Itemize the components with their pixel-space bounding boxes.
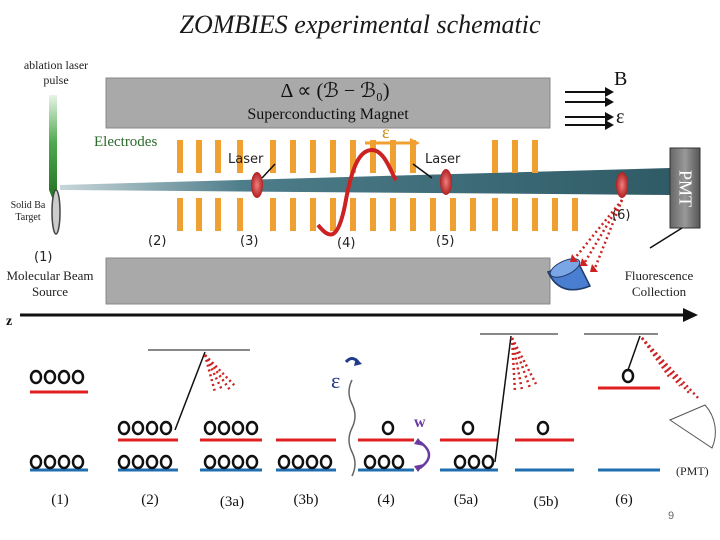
ablation-laser-graphic: [49, 95, 57, 200]
level-diagram-5b: [515, 420, 574, 472]
laser-spot-1: [251, 172, 263, 198]
fluorescence-label: Fluorescence Collection: [624, 268, 694, 299]
page-number: 9: [668, 510, 675, 522]
bottom-label-3a: (3a): [219, 494, 245, 510]
electrodes-bottom: [177, 198, 578, 231]
laser-label-left: Laser: [228, 152, 264, 167]
bottom-label-3b: (3b): [293, 492, 319, 508]
pmt-label-wrap: PMT: [655, 170, 715, 207]
source-number: (1): [34, 250, 53, 265]
magnet-label: Superconducting Magnet: [247, 106, 409, 123]
formula-label: Δ ∝ (ℬ − ℬ₀): [280, 80, 390, 102]
field-e-label: ε: [616, 106, 625, 128]
bottom-label-5a: (5a): [453, 492, 479, 508]
level-diagram-3a: [200, 420, 262, 472]
magnet-top: [105, 77, 551, 129]
epsilon-field-label: ε: [331, 368, 341, 393]
target-label: Solid Ba Target: [10, 200, 46, 223]
bottom-label-4: (4): [377, 492, 395, 508]
level-diagram-6: [584, 333, 716, 472]
source-label: Molecular Beam Source: [6, 268, 94, 299]
ablation-label: ablation laser pulse: [23, 58, 89, 87]
w-label: w: [414, 414, 426, 431]
laser-spot-3: [616, 172, 628, 198]
microwave-wave: [316, 147, 398, 237]
level-diagram-1: [29, 369, 88, 472]
pmt-box: [669, 147, 701, 229]
epsilon-arrow-label: ε: [382, 122, 390, 142]
level-diagram-5a: [440, 333, 558, 472]
pmt-label: PMT: [675, 169, 696, 207]
field-b-label: B: [614, 68, 628, 90]
z-axis-label: z: [6, 314, 13, 329]
level-diagram-3b: [276, 357, 362, 477]
stage-number-2: (2): [148, 234, 167, 249]
level-diagram-4: [358, 420, 431, 472]
bottom-label-6: (6): [615, 492, 633, 508]
field-arrows: [565, 87, 614, 130]
laser-label-right: Laser: [425, 152, 461, 167]
electrodes-top: [177, 140, 538, 173]
bottom-label-2: (2): [141, 492, 159, 508]
level-diagram-2: [117, 349, 250, 472]
bottom-label-1: (1): [51, 492, 69, 508]
fluorescence-mirror: [546, 258, 592, 291]
molecular-beam: [60, 168, 670, 195]
stage-number-6: (6): [612, 208, 631, 223]
stage-number-5: (5): [436, 234, 455, 249]
bottom-label-5b: (5b): [533, 494, 559, 510]
electrodes-label: Electrodes: [94, 134, 158, 150]
page-title: ZOMBIES experimental schematic: [179, 10, 541, 39]
solid-ba-target: [51, 189, 61, 235]
magnet-bottom: [105, 257, 551, 305]
stage-number-4: (4): [337, 236, 356, 251]
stage-number-3: (3): [240, 234, 259, 249]
pmt-small-label: (PMT): [676, 464, 709, 478]
laser-spot-2: [440, 169, 452, 195]
